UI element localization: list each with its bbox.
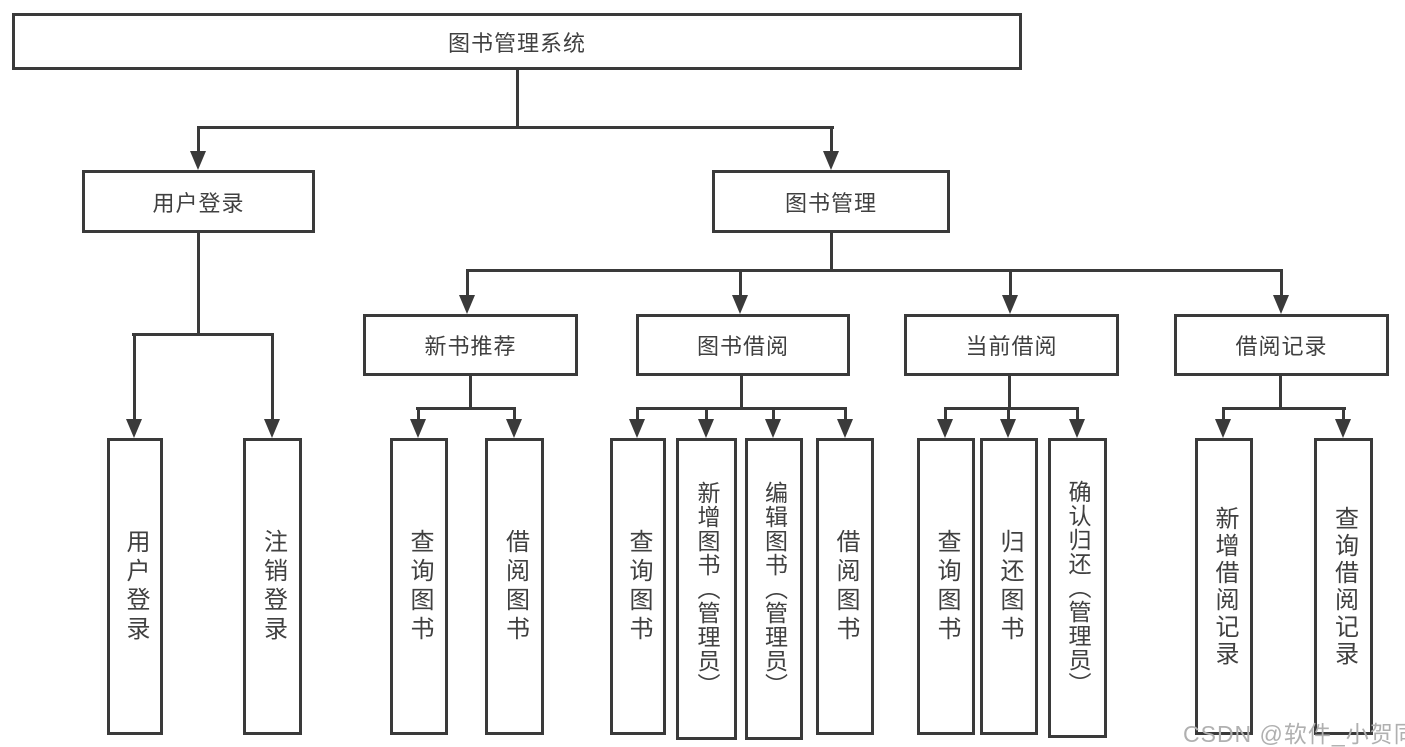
arrow-down-icon xyxy=(1273,295,1289,314)
connector-line xyxy=(844,407,847,421)
node-root-system: 图书管理系统 xyxy=(12,13,1022,70)
leaf-current-query-book-label: 查询图书 xyxy=(933,528,960,645)
leaf-borrow-borrow-book-label: 借阅图书 xyxy=(832,528,859,645)
arrow-down-icon xyxy=(765,419,781,438)
connector-line xyxy=(416,407,516,410)
node-book-management: 图书管理 xyxy=(712,170,950,233)
arrow-down-icon xyxy=(459,295,475,314)
connector-line xyxy=(1279,376,1282,410)
leaf-borrow-borrow-book: 借阅图书 xyxy=(816,438,874,735)
arrow-down-icon xyxy=(1069,419,1085,438)
leaf-borrow-query-book: 查询图书 xyxy=(610,438,666,735)
connector-line xyxy=(740,376,743,410)
node-current-borrow-label: 当前借阅 xyxy=(965,334,1058,359)
connector-line xyxy=(1222,407,1346,410)
leaf-logout: 注销登录 xyxy=(243,438,302,735)
connector-line xyxy=(133,333,136,420)
arrow-down-icon xyxy=(1215,419,1231,438)
node-borrow-record: 借阅记录 xyxy=(1174,314,1389,376)
arrow-down-icon xyxy=(190,151,206,170)
connector-line xyxy=(197,126,834,129)
arrow-down-icon xyxy=(837,419,853,438)
connector-line xyxy=(197,126,200,152)
leaf-query-borrow-record-label: 查询借阅记录 xyxy=(1330,505,1358,668)
connector-line xyxy=(271,333,274,420)
connector-line xyxy=(466,269,1283,272)
leaf-query-borrow-record: 查询借阅记录 xyxy=(1314,438,1373,735)
connector-line xyxy=(944,407,947,421)
arrow-down-icon xyxy=(823,151,839,170)
leaf-user-login-label: 用户登录 xyxy=(122,528,149,645)
node-new-book-recommend-label: 新书推荐 xyxy=(424,334,517,359)
leaf-return-book: 归还图书 xyxy=(980,438,1038,735)
node-new-book-recommend: 新书推荐 xyxy=(363,314,578,376)
leaf-newbook-borrow-book: 借阅图书 xyxy=(485,438,544,735)
connector-line xyxy=(739,269,742,296)
connector-line xyxy=(636,407,847,410)
arrow-down-icon xyxy=(629,419,645,438)
leaf-newbook-query-book-label: 查询图书 xyxy=(406,528,433,645)
connector-line xyxy=(513,407,516,421)
arrow-down-icon xyxy=(264,419,280,438)
connector-line xyxy=(636,407,639,421)
node-root-label: 图书管理系统 xyxy=(447,30,586,56)
connector-line xyxy=(1009,269,1012,296)
arrow-down-icon xyxy=(698,419,714,438)
node-book-borrow: 图书借阅 xyxy=(636,314,850,376)
connector-line xyxy=(132,333,273,336)
connector-line xyxy=(705,407,708,421)
leaf-confirm-return-admin-label: 确认归还（管理员） xyxy=(1065,480,1091,696)
arrow-down-icon xyxy=(937,419,953,438)
connector-line xyxy=(1342,407,1345,421)
arrow-down-icon xyxy=(410,419,426,438)
leaf-current-query-book: 查询图书 xyxy=(917,438,975,735)
arrow-down-icon xyxy=(506,419,522,438)
connector-line xyxy=(469,376,472,410)
connector-line xyxy=(197,233,200,336)
connector-line xyxy=(417,407,420,421)
node-book-management-label: 图书管理 xyxy=(784,190,877,216)
leaf-borrow-query-book-label: 查询图书 xyxy=(625,528,652,645)
node-book-borrow-label: 图书借阅 xyxy=(696,334,789,359)
leaf-confirm-return-admin: 确认归还（管理员） xyxy=(1048,438,1107,738)
connector-line xyxy=(1076,407,1079,421)
node-user-login: 用户登录 xyxy=(82,170,315,233)
leaf-add-book-admin-label: 新增图书（管理员） xyxy=(694,481,720,697)
connector-line xyxy=(830,126,833,152)
leaf-add-book-admin: 新增图书（管理员） xyxy=(676,438,737,740)
connector-line xyxy=(466,269,469,296)
leaf-newbook-query-book: 查询图书 xyxy=(390,438,448,735)
connector-line xyxy=(1222,407,1225,421)
node-current-borrow: 当前借阅 xyxy=(904,314,1119,376)
leaf-logout-label: 注销登录 xyxy=(259,528,287,645)
leaf-add-borrow-record: 新增借阅记录 xyxy=(1195,438,1253,735)
arrow-down-icon xyxy=(732,295,748,314)
connector-line xyxy=(830,233,833,272)
connector-line xyxy=(1007,407,1010,421)
node-borrow-record-label: 借阅记录 xyxy=(1235,334,1328,359)
leaf-return-book-label: 归还图书 xyxy=(996,528,1023,645)
connector-line xyxy=(1008,376,1011,410)
leaf-newbook-borrow-book-label: 借阅图书 xyxy=(501,528,529,645)
connector-line xyxy=(1280,269,1283,296)
arrow-down-icon xyxy=(1335,419,1351,438)
node-user-login-label: 用户登录 xyxy=(152,190,245,216)
leaf-edit-book-admin-label: 编辑图书（管理员） xyxy=(761,481,788,697)
arrow-down-icon xyxy=(126,419,142,438)
leaf-add-borrow-record-label: 新增借阅记录 xyxy=(1211,505,1238,668)
connector-line xyxy=(944,407,1079,410)
arrow-down-icon xyxy=(1000,419,1016,438)
arrow-down-icon xyxy=(1002,295,1018,314)
connector-line xyxy=(772,407,775,421)
leaf-edit-book-admin: 编辑图书（管理员） xyxy=(745,438,803,740)
csdn-watermark: CSDN @软件_小贺同学 xyxy=(1183,721,1405,747)
connector-line xyxy=(516,70,519,129)
leaf-user-login: 用户登录 xyxy=(107,438,163,735)
